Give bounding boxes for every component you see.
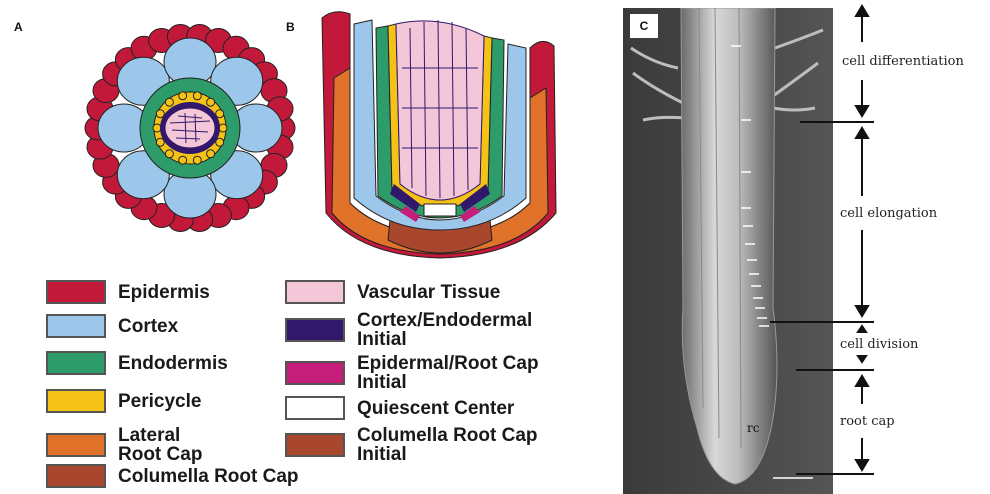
zone-label-cell-division: cell division	[840, 337, 918, 352]
zone-label-root-cap: root cap	[840, 414, 895, 429]
zone-label-cell-elongation: cell elongation	[840, 206, 937, 221]
zone-label-cell-differentiation: cell differentiation	[842, 54, 964, 69]
